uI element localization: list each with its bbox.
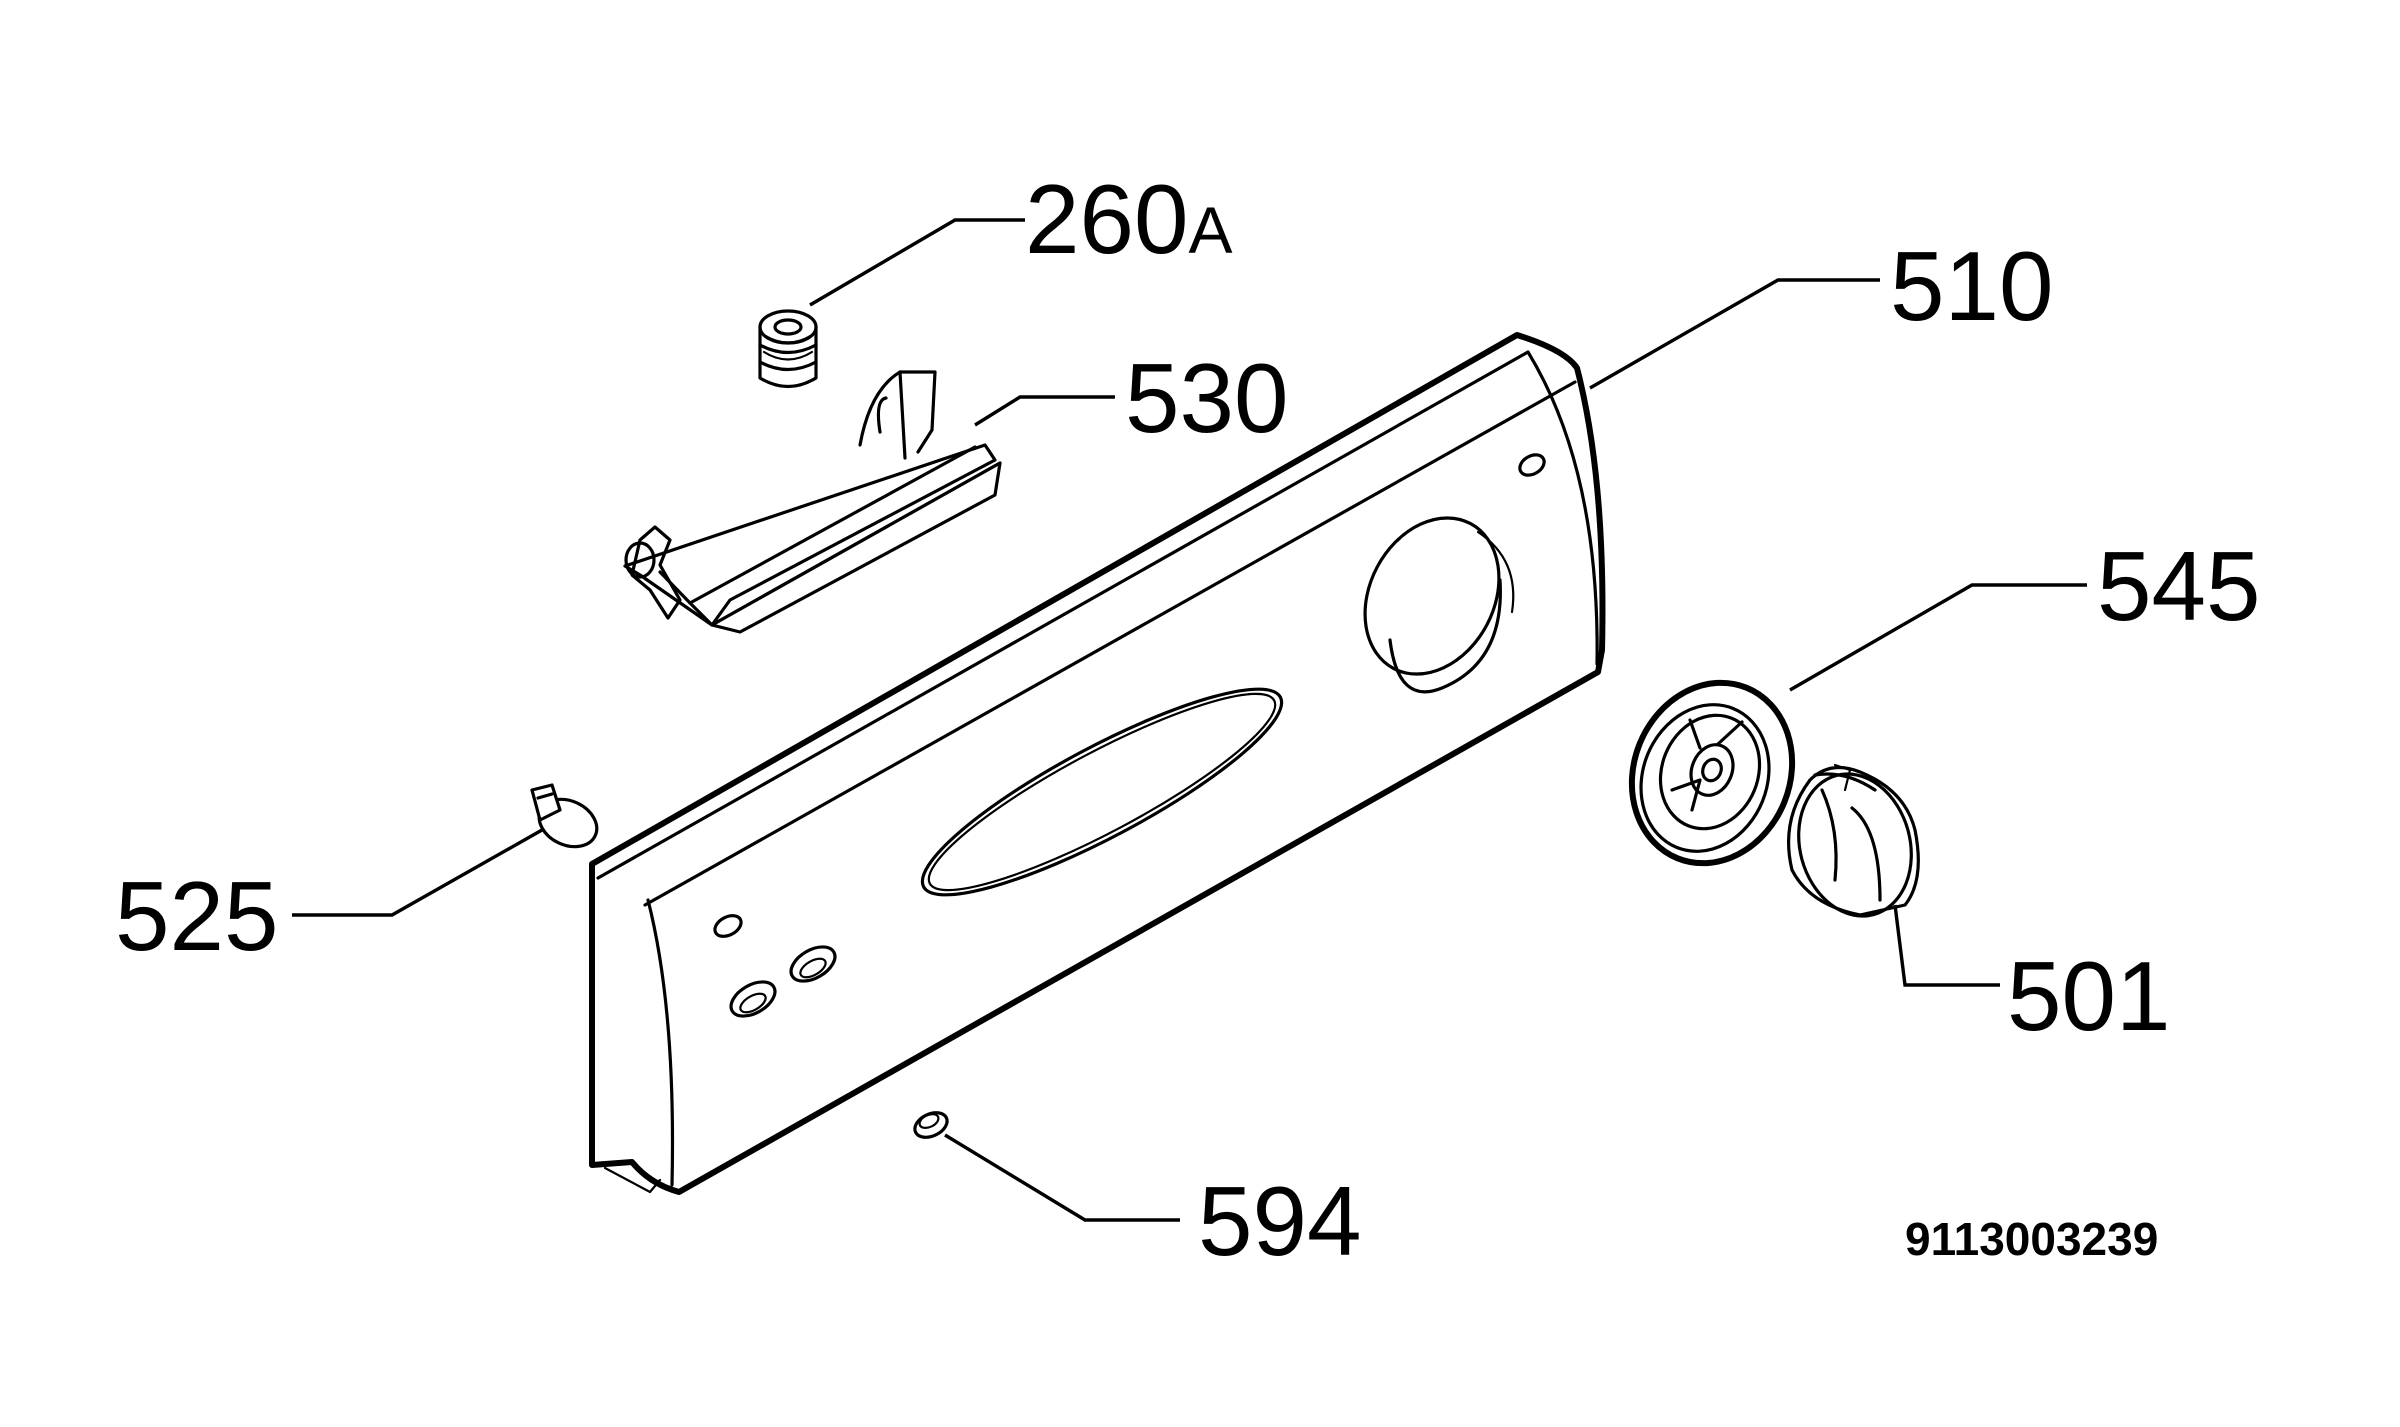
leader-545 — [1789, 583, 2087, 692]
indicator-lamp — [530, 783, 599, 849]
bracket — [623, 370, 1002, 634]
knob-ring — [1628, 679, 1796, 867]
label-530: 530 — [1125, 343, 1289, 453]
plug — [913, 1111, 949, 1139]
label-260a: 260A — [1025, 164, 1233, 274]
leader-lines — [292, 218, 2087, 1222]
control-knob — [1786, 763, 1920, 918]
leader-510 — [1589, 278, 1880, 390]
control-panel — [589, 332, 1606, 1195]
label-594: 594 — [1198, 1166, 1362, 1276]
label-525: 525 — [115, 861, 279, 971]
document-number: 9113003239 — [1905, 1213, 2158, 1265]
leader-525 — [292, 828, 543, 917]
leader-594 — [944, 1133, 1180, 1222]
label-545: 545 — [2097, 531, 2261, 641]
label-501: 501 — [2007, 941, 2171, 1051]
leader-501 — [1893, 904, 2000, 987]
leader-260a — [809, 218, 1025, 307]
leader-530 — [974, 395, 1115, 427]
label-510: 510 — [1890, 231, 2054, 341]
spring-bush — [758, 309, 818, 389]
